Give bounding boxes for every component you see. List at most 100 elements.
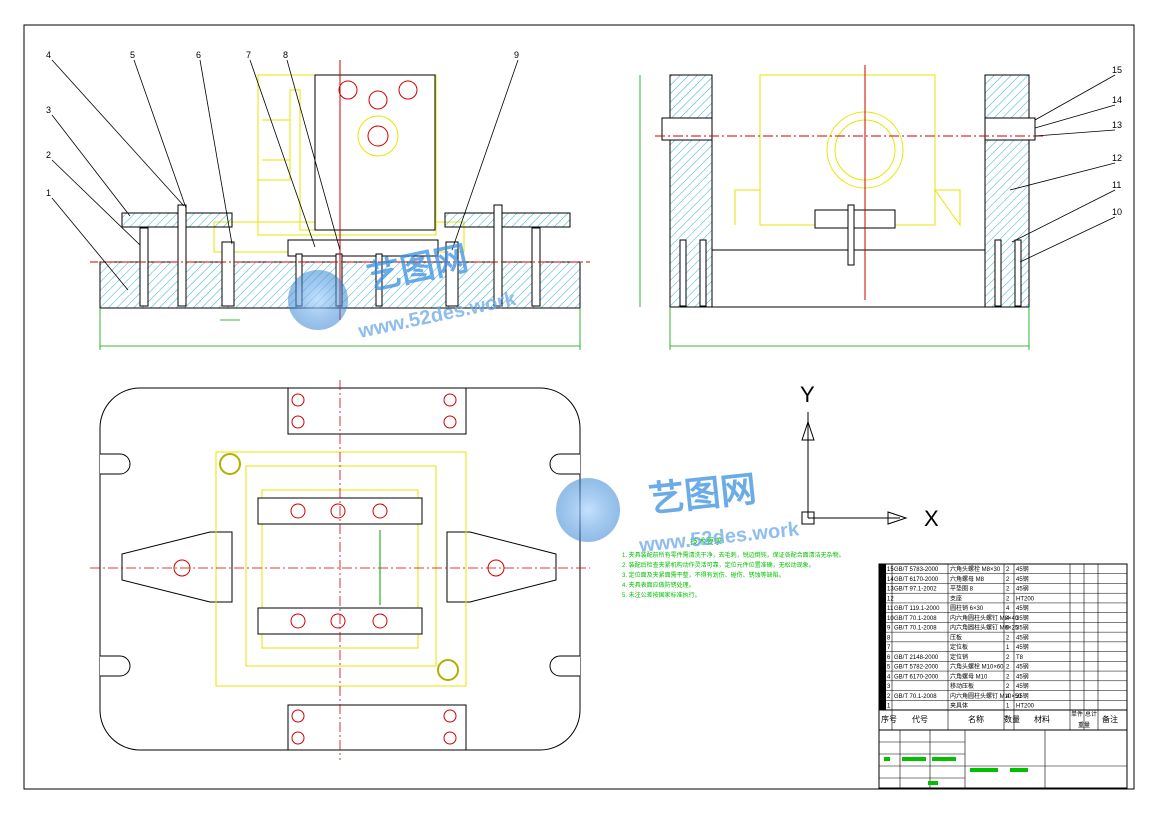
notes-title: 技术要求 [690, 536, 722, 546]
callout-8: 8 [283, 50, 288, 60]
bom-cell-seq: 1 [887, 704, 891, 710]
bom-cell-qty: 2 [1006, 684, 1010, 690]
bom-cell-code: GB/T 70.1-2008 [894, 616, 937, 622]
bom-cell-name: 六角螺母 M10 [950, 672, 988, 680]
bom-cell-name: 内六角圆柱头螺钉 M8×40 [950, 614, 1019, 622]
top-centerlines [90, 380, 590, 760]
bom-cell-material: 45钢 [1016, 633, 1029, 641]
bom-header-name: 名称 [968, 714, 984, 724]
side-bolt [847, 204, 855, 266]
bom-cell-material: 35钢 [1016, 614, 1029, 622]
bom-cell-seq: 2 [887, 694, 891, 700]
locating-block [314, 74, 436, 231]
bom-cell-qty: 4 [1006, 606, 1010, 612]
bom-cell-seq: 10 [887, 616, 894, 622]
bom-cell-material: 35钢 [1016, 692, 1029, 700]
bom-cell-name: 圆柱销 6×30 [950, 604, 984, 612]
callout-10: 10 [1112, 207, 1122, 217]
bom-cell-seq: 15 [887, 567, 894, 573]
support-right [984, 74, 1030, 308]
bom-cell-code: GB/T 2148-2000 [894, 655, 939, 661]
bom-cell-material: 45钢 [1016, 585, 1029, 593]
watermark-2: 艺图网 www.52des.work [556, 468, 801, 557]
clamp-left [121, 212, 233, 228]
locating-pin-2 [437, 659, 459, 681]
bom-cell-seq: 5 [887, 665, 891, 671]
bom-cell-code: GB/T 6170-2000 [894, 577, 939, 583]
top-view [90, 380, 590, 760]
bom-cell-seq: 14 [887, 577, 894, 583]
bom-cell-qty: 6 [1006, 626, 1010, 632]
bom-cell-seq: 7 [887, 645, 891, 651]
callout-7: 7 [246, 50, 251, 60]
bom-cell-material: 35钢 [1016, 624, 1029, 632]
bom-cell-qty: 4 [1006, 694, 1010, 700]
callout-11: 11 [1112, 180, 1121, 190]
bom-header-seq: 序号 [881, 714, 897, 724]
callout-1: 1 [46, 188, 51, 198]
bom-cell-seq: 11 [887, 606, 894, 612]
callout-3: 3 [46, 105, 51, 115]
bom-cell-qty: 4 [1006, 616, 1010, 622]
bom-cell-seq: 13 [887, 587, 894, 593]
bom-cell-qty: 2 [1006, 587, 1010, 593]
callout-9: 9 [514, 50, 519, 60]
bom-cell-code: GB/T 70.1-2008 [894, 626, 937, 632]
bom-cell-name: 内六角圆柱头螺钉 M10×50 [950, 692, 1022, 700]
bom-cell-name: 六角螺母 M8 [950, 575, 985, 583]
top-support-lower [287, 704, 467, 751]
front-dims [99, 308, 581, 350]
callout-6: 6 [196, 50, 201, 60]
bom-cell-name: 内六角圆柱头螺钉 M6×25 [950, 624, 1019, 632]
top-slots [100, 453, 580, 677]
callout-4: 4 [46, 50, 51, 60]
bom-cell-material: 45钢 [1016, 643, 1029, 651]
clamp-right [444, 212, 571, 228]
side-clamp [814, 209, 896, 229]
technical-notes: 技术要求 1. 夹具装配前所有零件需清洗干净，去毛刺，锐边倒钝，保证各配合面清洁… [622, 536, 845, 599]
top-support-upper [287, 387, 467, 435]
axis-y-label: Y [800, 382, 815, 407]
side-centerlines [655, 65, 1045, 300]
callout-12: 12 [1112, 153, 1122, 163]
bom-cell-qty: 2 [1006, 577, 1010, 583]
top-clamp-right [446, 531, 557, 603]
bom-col-lines [891, 564, 1099, 730]
bom-cell-seq: 12 [887, 596, 894, 602]
bom-cell-material: 45钢 [1016, 604, 1029, 612]
callout-13: 13 [1112, 120, 1122, 130]
notes-line-5: 5. 未注公差按国家标准执行。 [622, 591, 701, 599]
notes-line-1: 1. 夹具装配前所有零件需清洗干净，去毛刺，锐边倒钝，保证各配合面清洁无杂物。 [622, 551, 845, 559]
bom-cell-name: 支座 [950, 594, 962, 602]
bom-cell-material: HT200 [1016, 704, 1035, 710]
callout-5: 5 [130, 50, 135, 60]
bom-cell-name: 平垫圈 8 [950, 585, 974, 593]
bom-cell-seq: 8 [887, 635, 891, 641]
bom-cell-code: GB/T 5783-2000 [894, 567, 939, 573]
bom-cell-seq: 9 [887, 626, 891, 632]
side-screws [661, 117, 1036, 307]
bom-cell-material: 45钢 [1016, 682, 1029, 690]
bom-cell-seq: 4 [887, 674, 891, 680]
bom-cell-material: 45钢 [1016, 672, 1029, 680]
bom-header-unit: 单件 [1071, 710, 1083, 718]
bom-cell-name: 定位板 [950, 643, 968, 651]
bom-cell-material: T8 [1016, 655, 1024, 661]
front-leaders [51, 59, 519, 291]
bom-cell-name: 压板 [950, 633, 962, 641]
side-dims [639, 75, 1030, 350]
notes-line-2: 2. 装配后检查夹紧机构动作灵活可靠，定位元件位置准确，无松动现象。 [622, 561, 815, 569]
bom-header-remark: 备注 [1102, 714, 1118, 724]
notes-line-4: 4. 夹具表面应做防锈处理。 [622, 581, 695, 589]
bom-header-code: 代号 [912, 714, 928, 724]
title-block [878, 729, 1128, 789]
bom-cell-code: GB/T 119.1-2000 [894, 606, 940, 612]
callout-14: 14 [1112, 95, 1122, 105]
watermark-cn-2: 艺图网 [647, 468, 759, 520]
bom-cell-code: GB/T 5782-2000 [894, 665, 939, 671]
bom-header-material: 材料 [1034, 714, 1050, 724]
